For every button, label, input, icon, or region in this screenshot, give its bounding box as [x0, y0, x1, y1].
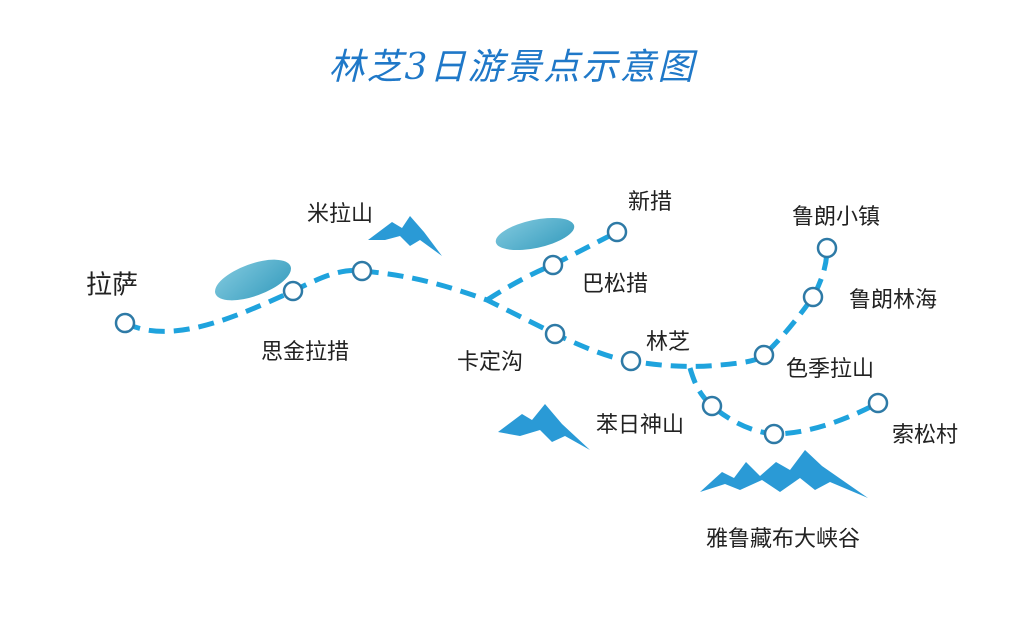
- stop-label-kadinggou: 卡定沟: [456, 350, 524, 375]
- stop-label-basongcuo: 巴松措: [581, 272, 649, 297]
- stop-node-kadinggou[interactable]: [544, 323, 566, 345]
- mountain-icon: [498, 404, 590, 450]
- map-title: 林芝3日游景点示意图: [328, 47, 696, 88]
- stop-node-basongcuo[interactable]: [542, 254, 564, 276]
- stop-node-suosongcun[interactable]: [867, 392, 889, 414]
- stop-node-yarlung[interactable]: [763, 423, 785, 445]
- stop-label-xincuo: 新措: [627, 190, 673, 215]
- stop-node-lulanglinhai[interactable]: [802, 286, 824, 308]
- stop-node-sijinlacuo[interactable]: [282, 280, 304, 302]
- stop-label-sejilashan: 色季拉山: [785, 357, 875, 382]
- stop-node-xincuo[interactable]: [606, 221, 628, 243]
- stop-label-suosongcun: 索松村: [891, 423, 959, 448]
- stop-node-benrishenshan[interactable]: [701, 395, 723, 417]
- lake-icon: [495, 217, 575, 251]
- mountain-icon: [368, 216, 442, 256]
- stop-label-lhasa: 拉萨: [85, 270, 139, 301]
- stop-node-lhasa[interactable]: [114, 312, 136, 334]
- lake-icon: [215, 259, 291, 301]
- stop-node-linzhi[interactable]: [620, 350, 642, 372]
- stop-label-lulangxiaozhen: 鲁朗小镇: [791, 205, 881, 230]
- stop-node-sejilashan[interactable]: [753, 344, 775, 366]
- route-line: [123, 229, 880, 437]
- stop-label-benrishenshan: 苯日神山: [595, 413, 685, 438]
- stop-label-lulanglinhai: 鲁朗林海: [848, 288, 938, 313]
- stop-label-sijinlacuo: 思金拉措: [260, 340, 350, 365]
- stop-label-milashan: 米拉山: [306, 202, 374, 227]
- stop-node-milashan[interactable]: [351, 260, 373, 282]
- stop-label-linzhi: 林芝: [645, 330, 691, 355]
- stop-node-lulangxiaozhen[interactable]: [816, 237, 838, 259]
- mountain-icon: [700, 450, 868, 498]
- stop-label-yarlung: 雅鲁藏布大峡谷: [705, 527, 861, 552]
